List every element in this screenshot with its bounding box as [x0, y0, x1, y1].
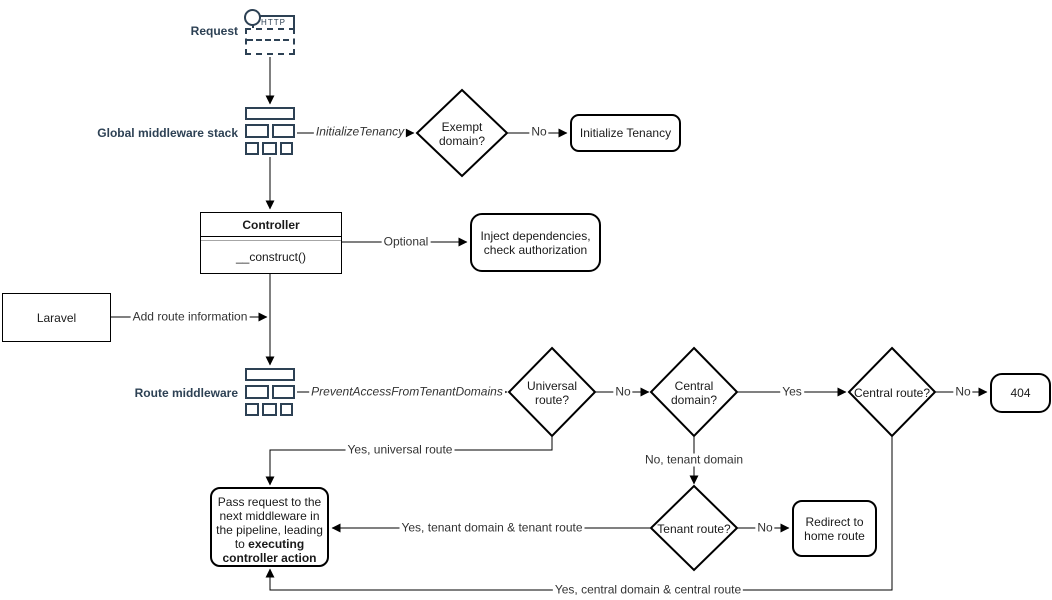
http-circle	[244, 9, 261, 26]
pass-request-text-bold: executing controller action	[222, 537, 317, 565]
http-request-icon: HTTP	[244, 9, 295, 55]
http-body-box	[245, 28, 295, 55]
laravel-box: Laravel	[2, 293, 111, 342]
redirect-home-box: Redirect to home route	[792, 500, 877, 557]
http-body-divider	[247, 39, 289, 41]
decision-exempt-domain	[415, 88, 509, 178]
pass-request-text: Pass request to the next middleware in t…	[216, 495, 323, 551]
yes-universal-route-label: Yes, universal route	[345, 442, 455, 457]
decision-tenant-route	[649, 484, 739, 572]
http-label: HTTP	[261, 17, 286, 27]
no-central-route-label: No	[953, 384, 973, 399]
global-middleware-label: Global middleware stack	[97, 126, 238, 140]
request-label: Request	[190, 24, 238, 38]
yes-tenant-route-label: Yes, tenant domain & tenant route	[399, 520, 585, 535]
controller-title: Controller	[201, 213, 341, 237]
route-middleware-label: Route middleware	[134, 386, 238, 400]
controller-attributes-divider	[201, 237, 341, 241]
404-box: 404	[990, 373, 1051, 413]
exempt-domain-label: Exempt domain?	[438, 120, 486, 148]
no-universal-label: No	[613, 384, 633, 399]
initialize-tenancy-middleware-label: InitializeTenancy	[313, 124, 407, 139]
middleware-stack-icon	[245, 107, 295, 155]
decision-universal-route	[507, 346, 597, 438]
controller-class-box: Controller __construct()	[200, 212, 342, 274]
no-tenant-route-label: No	[755, 520, 775, 535]
middleware-stack-icon	[245, 368, 295, 416]
decision-central-route	[847, 346, 937, 438]
no-exempt-label: No	[529, 124, 549, 139]
central-domain-label: Central domain?	[670, 379, 718, 407]
inject-dependencies-box: Inject dependencies, check authorization	[470, 213, 601, 272]
optional-label: Optional	[381, 234, 431, 249]
tenant-route-label: Tenant route?	[657, 522, 731, 536]
central-route-label: Central route?	[853, 386, 931, 400]
initialize-tenancy-box: Initialize Tenancy	[570, 114, 681, 152]
universal-route-label: Universal route?	[526, 379, 577, 407]
yes-central-domain-label: Yes	[780, 384, 804, 399]
yes-central-route-label: Yes, central domain & central route	[552, 582, 744, 597]
prevent-access-middleware-label: PreventAccessFromTenantDomains	[309, 384, 505, 399]
controller-construct-method: __construct()	[235, 250, 307, 264]
decision-central-domain	[649, 346, 739, 438]
pass-request-box: Pass request to the next middleware in t…	[210, 487, 329, 567]
no-tenant-domain-label: No, tenant domain	[642, 452, 746, 467]
add-route-information-label: Add route information	[130, 309, 250, 324]
